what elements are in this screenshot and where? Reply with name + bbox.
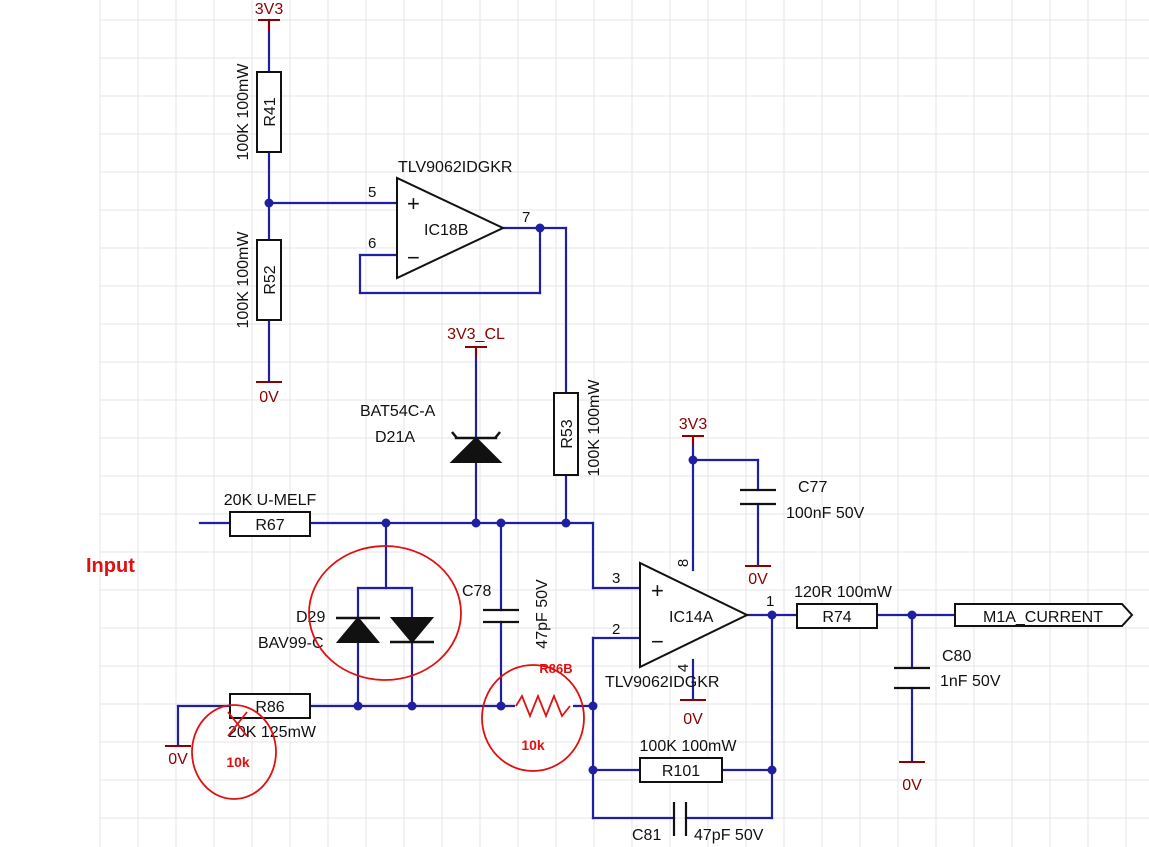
net-port-label: M1A_CURRENT bbox=[983, 609, 1103, 626]
plus-sign: + bbox=[651, 578, 664, 603]
annotations: Input R86B 10k 10k bbox=[86, 545, 585, 800]
capacitor-value: 47pF 50V bbox=[534, 579, 551, 649]
minus-sign: − bbox=[651, 629, 664, 654]
r86b-ref: R86B bbox=[539, 661, 572, 676]
ground-0v-pin4: 0V bbox=[680, 699, 706, 728]
diode-ref: D29 bbox=[296, 609, 325, 626]
ground-0v-left: 0V bbox=[256, 381, 282, 406]
capacitor-ref: C78 bbox=[462, 583, 491, 600]
pin-number: 8 bbox=[675, 559, 692, 567]
junctions bbox=[264, 198, 917, 775]
r86b-highlight-circle bbox=[481, 664, 585, 772]
resistor-value: 100K 100mW bbox=[235, 63, 252, 161]
power-label: 0V bbox=[259, 389, 279, 406]
capacitor-value: 47pF 50V bbox=[694, 827, 764, 844]
d29-highlight-circle bbox=[308, 545, 462, 681]
diode-d29[interactable]: D29 BAV99-C bbox=[258, 609, 435, 652]
resistor-value: 120R 100mW bbox=[794, 584, 893, 601]
net-port-m1a-current[interactable]: M1A_CURRENT bbox=[954, 603, 1134, 627]
capacitor-c78[interactable]: C78 47pF 50V bbox=[462, 579, 551, 649]
opamp-part: TLV9062IDGKR bbox=[605, 674, 719, 691]
strike-mark bbox=[227, 711, 248, 737]
power-3v3-top: 3V3 bbox=[255, 1, 284, 32]
r86-change-circle bbox=[191, 704, 277, 800]
resistor-r67[interactable]: R67 20K U-MELF bbox=[224, 492, 317, 537]
r86-new-value: 10k bbox=[226, 754, 250, 770]
capacitor-ref: C80 bbox=[942, 648, 971, 665]
ground-0v-r86: 0V bbox=[165, 745, 191, 768]
resistor-ref: R53 bbox=[559, 419, 576, 448]
resistor-value: 100K 100mW bbox=[640, 738, 738, 755]
opamp-ic18b[interactable]: + − IC18B TLV9062IDGKR 5 6 7 bbox=[368, 159, 530, 280]
power-label: 0V bbox=[168, 751, 188, 768]
resistor-value: 20K U-MELF bbox=[224, 492, 317, 509]
ground-0v-c80: 0V bbox=[899, 761, 925, 794]
diode-part: BAT54C-A bbox=[360, 403, 436, 420]
pin-number: 3 bbox=[612, 570, 620, 587]
power-3v3-opamp: 3V3 bbox=[679, 416, 708, 446]
capacitor-value: 1nF 50V bbox=[940, 673, 1001, 690]
plus-sign: + bbox=[407, 191, 420, 216]
resistor-r41[interactable]: R41 100K 100mW bbox=[235, 63, 282, 161]
resistor-ref: R52 bbox=[262, 265, 279, 294]
diode-d21[interactable]: BAT54C-A D21A bbox=[360, 403, 503, 463]
resistor-value: 100K 100mW bbox=[235, 231, 252, 329]
pin-number: 5 bbox=[368, 184, 376, 201]
ground-0v-c77: 0V bbox=[745, 565, 771, 588]
opamp-part: TLV9062IDGKR bbox=[398, 159, 512, 176]
resistor-ref: R74 bbox=[822, 609, 851, 626]
r86b-value: 10k bbox=[521, 737, 545, 753]
minus-sign: − bbox=[407, 245, 420, 270]
opamp-ref: IC14A bbox=[669, 609, 714, 626]
pin-number: 2 bbox=[612, 621, 620, 638]
opamp-ref: IC18B bbox=[424, 222, 468, 239]
capacitor-ref: C77 bbox=[798, 479, 827, 496]
resistor-ref: R41 bbox=[262, 97, 279, 126]
power-label: 0V bbox=[683, 711, 703, 728]
capacitor-value: 100nF 50V bbox=[786, 505, 865, 522]
resistor-r53[interactable]: R53 100K 100mW bbox=[553, 379, 603, 477]
input-label: Input bbox=[86, 555, 135, 577]
resistor-ref: R86 bbox=[255, 699, 284, 716]
resistor-r52[interactable]: R52 100K 100mW bbox=[235, 231, 282, 329]
diode-ref: D21A bbox=[375, 429, 415, 446]
diode-part: BAV99-C bbox=[258, 635, 324, 652]
capacitor-c77[interactable]: C77 100nF 50V bbox=[740, 479, 865, 522]
power-label: 3V3_CL bbox=[447, 326, 505, 343]
pin-number: 1 bbox=[766, 593, 774, 610]
resistor-ref: R101 bbox=[662, 763, 700, 780]
opamp-ic14a[interactable]: + − IC14A TLV9062IDGKR 3 2 1 8 4 bbox=[605, 559, 774, 691]
r86b-resistor-zigzag bbox=[515, 693, 571, 719]
pin-number: 4 bbox=[675, 664, 692, 672]
resistor-value: 100K 100mW bbox=[586, 379, 603, 477]
capacitor-c81[interactable]: C81 47pF 50V bbox=[632, 802, 764, 844]
pin-number: 6 bbox=[368, 235, 376, 252]
capacitor-ref: C81 bbox=[632, 827, 661, 844]
power-label: 3V3 bbox=[679, 416, 708, 433]
power-3v3-cl: 3V3_CL bbox=[447, 326, 505, 358]
resistor-r74[interactable]: R74 120R 100mW bbox=[794, 584, 893, 629]
capacitor-c80[interactable]: C80 1nF 50V bbox=[894, 648, 1001, 690]
pin-number: 7 bbox=[522, 209, 530, 226]
power-label: 0V bbox=[902, 777, 922, 794]
power-label: 3V3 bbox=[255, 1, 284, 18]
power-label: 0V bbox=[748, 571, 768, 588]
resistor-r101[interactable]: R101 100K 100mW bbox=[639, 738, 738, 783]
resistor-ref: R67 bbox=[255, 517, 284, 534]
